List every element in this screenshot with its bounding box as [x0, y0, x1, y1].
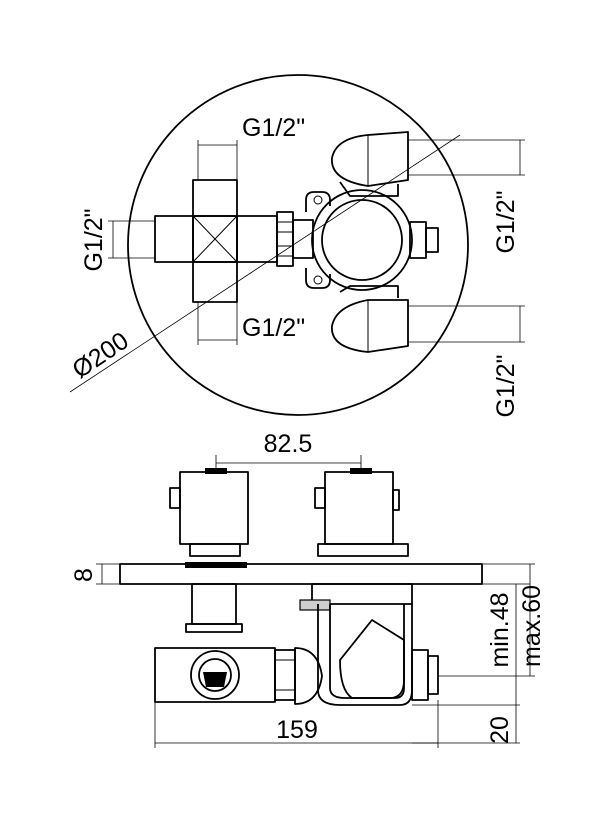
dim-right-upper-thread — [408, 139, 525, 176]
bracket-bottom — [305, 268, 331, 289]
label-left-thread: G1/2" — [80, 208, 108, 271]
bracket-top — [305, 191, 331, 212]
right-handle-side — [314, 468, 409, 557]
mixer-body-outer — [311, 189, 413, 291]
label-right-thread-lower: G1/2" — [492, 354, 520, 417]
label-plate-diameter: Ø200 — [67, 327, 133, 384]
upper-handle — [331, 131, 409, 197]
label-body-width: 159 — [276, 716, 318, 744]
label-center-distance: 82.5 — [264, 430, 313, 458]
dim-right-lower-thread — [408, 305, 525, 343]
left-handle-side — [169, 468, 249, 557]
connecting-nut — [276, 211, 314, 267]
cover-plate-outline — [127, 74, 469, 416]
label-top-thread-upper: G1/2" — [242, 114, 305, 142]
dim-plate-thickness — [96, 563, 120, 585]
lower-handle — [331, 285, 409, 353]
label-right-thread-upper: G1/2" — [492, 190, 520, 253]
label-max-depth: max.60 — [518, 585, 546, 667]
top-view: G1/2" G1/2" G1/2" G1/2" G1/2" Ø200 — [67, 74, 525, 418]
label-bottom-offset: 20 — [486, 716, 514, 744]
mixer-body-inner — [321, 199, 403, 281]
diameter-leader — [69, 134, 461, 393]
cross-fitting — [154, 179, 278, 303]
left-valve-body-side — [154, 583, 296, 703]
dim-left-thread — [108, 220, 155, 259]
cover-plate-side — [119, 563, 483, 585]
side-view: 82.5 — [70, 430, 546, 748]
right-mixer-body-side — [294, 583, 439, 706]
label-top-thread-lower: G1/2" — [242, 314, 305, 342]
dim-depth — [438, 563, 535, 677]
label-min-depth: min.48 — [486, 592, 514, 667]
label-plate-thickness: 8 — [70, 568, 98, 582]
dim-top-thread — [197, 140, 238, 180]
dim-bottom-thread — [197, 302, 238, 345]
dim-body-width — [154, 700, 439, 748]
